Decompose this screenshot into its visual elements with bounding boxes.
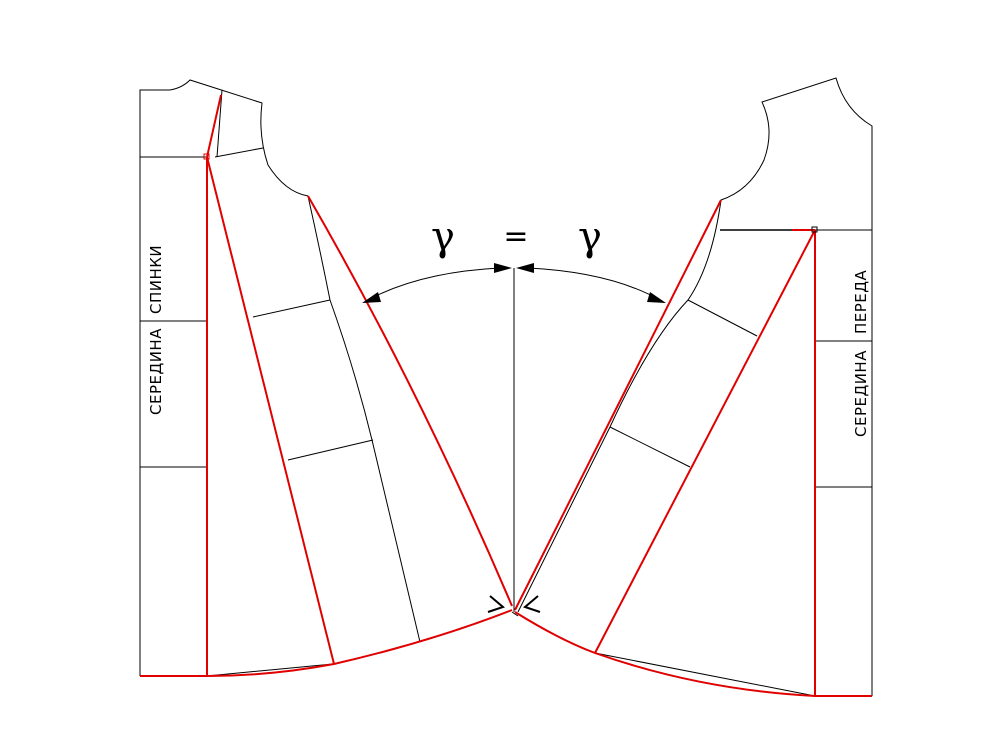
front-pivot-marker: [811, 226, 818, 233]
front-center-label-2: ПЕРЕДА: [852, 270, 870, 334]
angle-annotation: γ = γ: [362, 214, 666, 617]
back-hem-segment: [206, 663, 334, 677]
back-hem-new: [206, 609, 513, 677]
angle-left-label: γ: [431, 214, 455, 260]
back-level-line-1: [252, 299, 331, 318]
back-pivot-marker: [203, 153, 210, 160]
arrow-left-inner: [494, 263, 512, 273]
front-hem-new: [514, 611, 816, 697]
left-angle-arc: [367, 267, 501, 301]
angle-right-label: γ: [578, 214, 602, 260]
front-side-seam-original: [517, 199, 722, 613]
equals-sign: =: [503, 219, 528, 254]
front-outline: [720, 77, 873, 696]
back-shoulder-blade-line: [214, 147, 264, 158]
left-notch-mark: [487, 595, 506, 613]
back-piece: [139, 79, 513, 677]
back-outline: [139, 79, 309, 676]
back-side-seam-original: [307, 195, 421, 643]
center-tip: [511, 611, 519, 617]
right-angle-arc: [527, 267, 661, 301]
back-dart-line: [216, 89, 223, 158]
front-hem-segment: [594, 652, 816, 697]
right-notch-mark: [522, 595, 541, 613]
back-slash-line: [206, 156, 335, 665]
back-center-label-2: СПИНКИ: [147, 245, 165, 314]
arrow-right-outer: [647, 292, 666, 303]
arrow-right-inner: [516, 263, 534, 273]
front-piece: [514, 77, 873, 697]
arrow-left-outer: [362, 292, 381, 303]
back-top-new: [206, 94, 222, 158]
back-level-line-2: [287, 439, 374, 461]
front-flare-side: [514, 199, 722, 611]
front-level-line-2: [609, 426, 691, 468]
back-center-label-1: СЕРЕДИНА: [147, 328, 165, 415]
front-slash-line: [594, 229, 816, 654]
front-level-line-1: [687, 299, 758, 337]
back-flare-side: [307, 195, 513, 607]
front-center-label-1: СЕРЕДИНА: [852, 350, 870, 437]
